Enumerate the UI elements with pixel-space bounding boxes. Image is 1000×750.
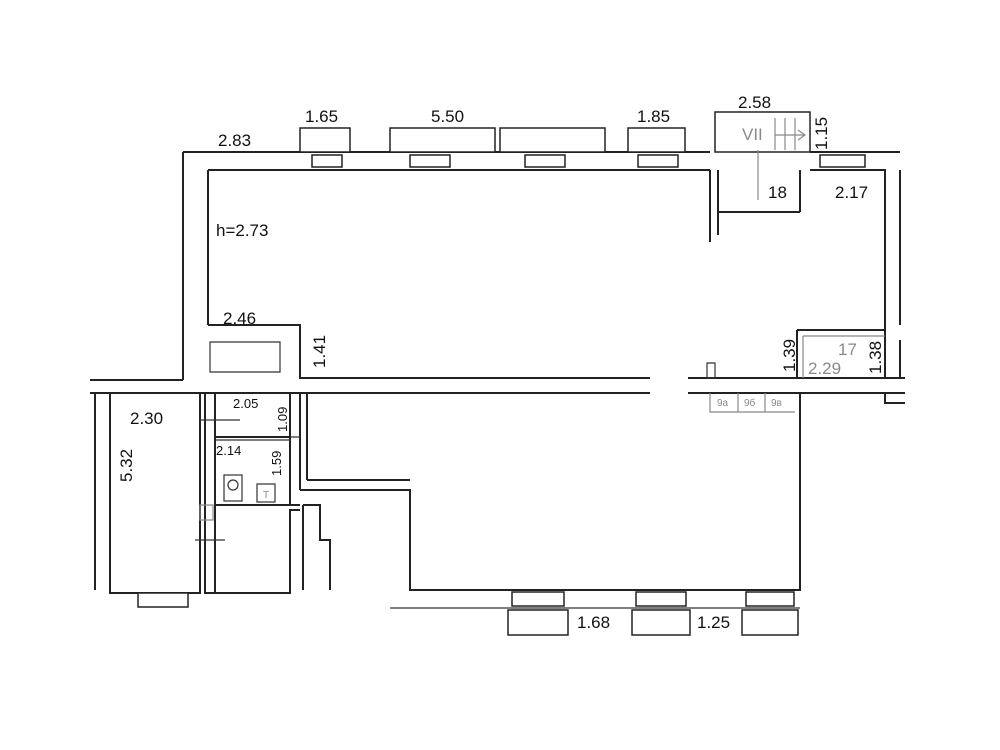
dim-window-1: 1.65 — [305, 107, 338, 126]
dim-room-17-right: 1.38 — [866, 341, 885, 374]
dim-bottom-window-2: 1.25 — [697, 613, 730, 632]
dim-niche-depth: 1.41 — [310, 335, 329, 368]
walls — [90, 151, 905, 609]
dim-room-17-width: 2.29 — [808, 359, 841, 378]
dim-stair-width: 2.58 — [738, 93, 771, 112]
room-17-label: 17 — [838, 340, 857, 359]
dim-wc-lower-width: 2.14 — [216, 443, 241, 458]
dim-left-room-width: 2.30 — [130, 409, 163, 428]
dim-window-3: 1.85 — [637, 107, 670, 126]
dim-bottom-window-1: 1.68 — [577, 613, 610, 632]
dim-niche-width: 2.46 — [223, 309, 256, 328]
windows-bottom — [137, 591, 799, 636]
windows-top — [299, 111, 866, 200]
dim-room-17-left: 1.39 — [780, 339, 799, 372]
dim-stair-depth: 1.15 — [812, 117, 831, 150]
dim-left-room-length: 5.32 — [117, 449, 136, 482]
dim-wc-lower-depth: 1.59 — [269, 451, 284, 476]
ceiling-height: h=2.73 — [216, 221, 268, 240]
closet-9a-label: 9а — [717, 398, 729, 409]
stair-label: VII — [742, 125, 763, 144]
sink-icon — [256, 483, 276, 503]
dim-room-18-width: 2.17 — [835, 183, 868, 202]
dim-top-left-wall: 2.83 — [218, 131, 251, 150]
toilet-icon — [223, 474, 243, 502]
closet-9v-label: 9в — [771, 398, 782, 409]
dim-window-2: 5.50 — [431, 107, 464, 126]
closet-9b-label: 9б — [744, 397, 756, 409]
dim-wc-upper-depth: 1.09 — [275, 407, 290, 432]
wc-fixtures — [199, 474, 276, 521]
room-18-label: 18 — [768, 183, 787, 202]
fixture-t-label: T — [263, 490, 269, 501]
dim-wc-upper-width: 2.05 — [233, 396, 258, 411]
